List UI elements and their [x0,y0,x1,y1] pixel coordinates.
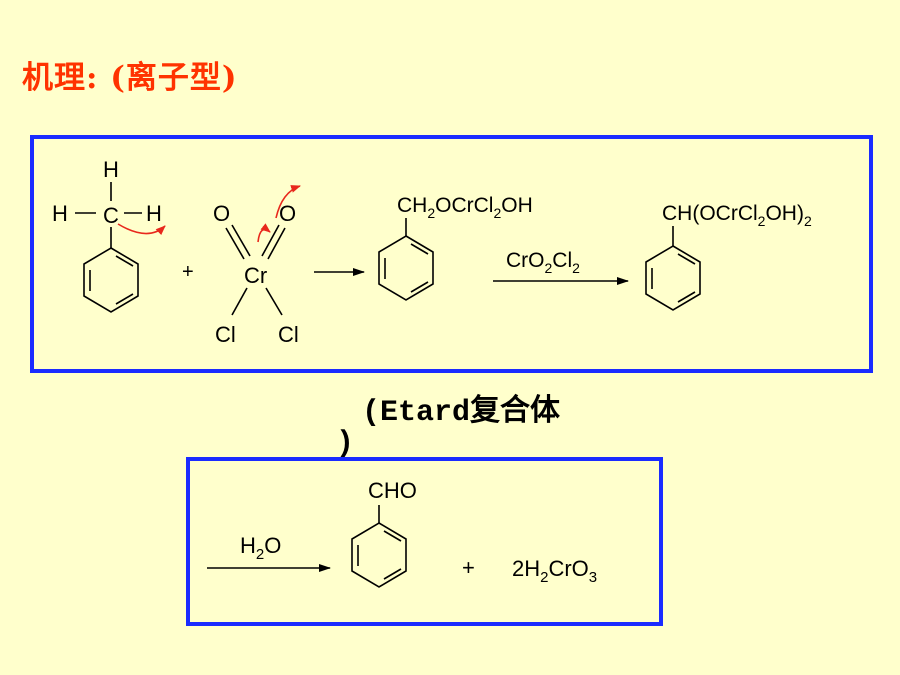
chromium: Cr [244,263,267,288]
benzene-ring-3 [645,245,701,311]
reaction-box-step2 [186,457,663,626]
side-product-chromous-acid: 2H2CrO3 [512,556,597,586]
benzene-ring-1 [83,247,139,313]
etard-caption: (Etard复合体 [362,396,561,430]
double-bond-cr-o-right [261,224,286,260]
curved-arrow-h-transfer [117,223,166,236]
methyl-c: C [103,203,119,228]
plus-sign-1: + [182,261,194,283]
curved-arrow-pi-bond [257,223,271,243]
chlorine-right: Cl [278,322,299,347]
reagent-crO2Cl2: CrO2Cl2 [506,249,580,276]
double-bond-cr-o-left [225,224,251,260]
methyl-h-top: H [103,157,119,182]
curved-arrow-to-oxygen [275,185,301,219]
bond-cr-cl-left [231,287,248,316]
bond-cr-cl-right [265,287,283,316]
chlorine-left: Cl [215,322,236,347]
plus-sign-2: + [462,555,475,580]
methyl-h-right: H [146,201,162,226]
aldehyde-group: CHO [368,478,417,503]
reaction-box-step1 [30,135,873,373]
reagent-water: H2O [240,533,281,563]
benzene-ring-4 [351,522,407,588]
etard-complex-substituent: CH(OCrCl2OH)2 [662,202,812,229]
mechanism-title: 机理: (离子型) [22,60,238,96]
oxygen-left: O [213,201,230,226]
benzene-ring-2 [378,235,434,301]
methyl-h-left: H [52,201,68,226]
intermediate-substituent: CH2OCrCl2OH [397,194,533,221]
etard-caption-close: ) [336,427,355,461]
oxygen-right: O [279,201,296,226]
